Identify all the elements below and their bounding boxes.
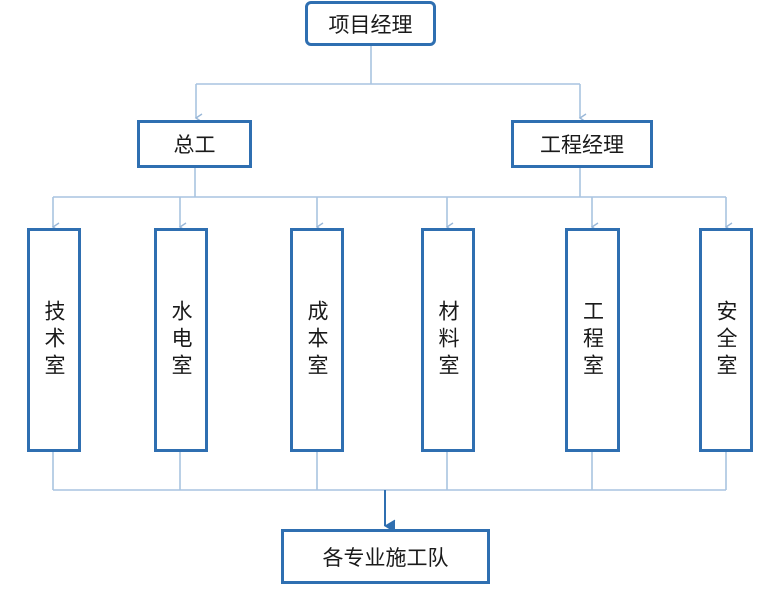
department-box-engineering: 工程室 [565, 228, 620, 452]
department-label-materials: 材料室 [436, 299, 460, 381]
project-manager-box: 项目经理 [305, 1, 436, 46]
construction-teams-label: 各专业施工队 [322, 545, 449, 570]
department-label-safety: 安全室 [714, 299, 738, 381]
connector-top-to-managers [194, 44, 587, 123]
department-box-plumbing-electrical: 水电室 [154, 228, 208, 452]
engineering-manager-label: 工程经理 [540, 133, 624, 157]
chief-engineer-box: 总工 [137, 120, 252, 168]
engineering-manager-box: 工程经理 [511, 120, 653, 168]
department-label-plumbing-electrical: 水电室 [169, 299, 193, 381]
connector-managers-to-departments [51, 168, 733, 232]
connector-departments-to-bottom [52, 452, 727, 491]
department-box-materials: 材料室 [421, 228, 475, 452]
construction-teams-box: 各专业施工队 [281, 529, 490, 584]
department-label-tech: 技术室 [42, 299, 66, 381]
department-box-tech: 技术室 [27, 228, 81, 452]
project-manager-label: 项目经理 [328, 12, 413, 37]
chief-engineer-label: 总工 [173, 133, 216, 157]
department-box-cost: 成本室 [290, 228, 344, 452]
department-label-cost: 成本室 [305, 299, 329, 381]
department-label-engineering: 工程室 [580, 299, 605, 381]
department-box-safety: 安全室 [699, 228, 753, 452]
